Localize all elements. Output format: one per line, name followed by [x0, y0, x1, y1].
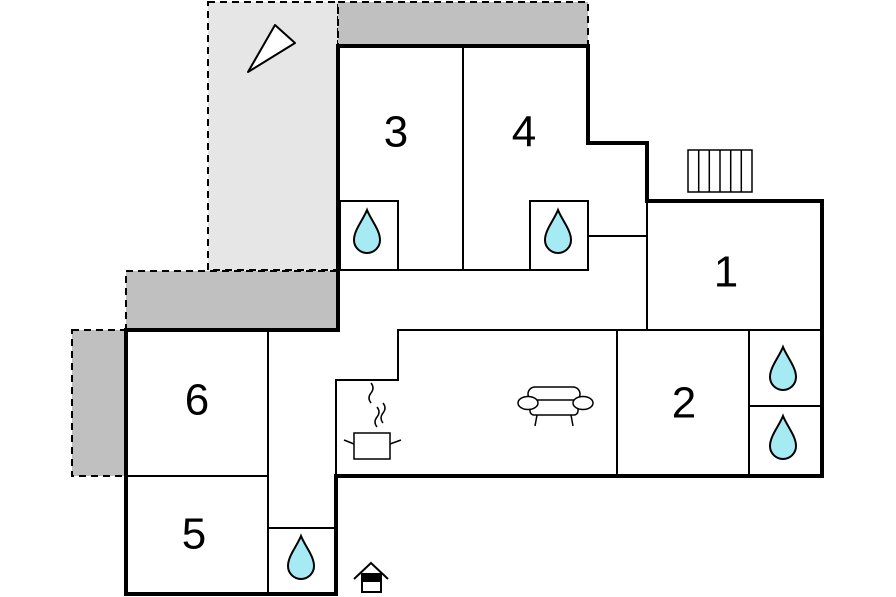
water-drop-icon: [768, 413, 798, 460]
room-number-2: 2: [672, 379, 696, 428]
sofa-icon: [517, 386, 594, 427]
terrace-middle: [125, 270, 339, 330]
room-number-5: 5: [182, 510, 206, 559]
entrance-icon: [353, 561, 389, 593]
water-drop-icon: [286, 533, 316, 580]
interior-walls: [126, 46, 822, 594]
cooking-pot-icon: [343, 382, 402, 460]
water-drop-icon: [352, 207, 382, 254]
room-number-1: 1: [714, 248, 738, 297]
room-number-3: 3: [384, 108, 408, 157]
terrace-left: [71, 329, 127, 477]
compass-north-icon: [247, 24, 296, 73]
terrace-upper-dark: [337, 1, 589, 47]
terraces: [71, 1, 589, 477]
room-number-6: 6: [185, 376, 209, 425]
room-number-4: 4: [512, 108, 536, 157]
water-drop-icon: [543, 207, 573, 254]
stairs-icon: [687, 149, 753, 193]
exterior-walls: [124, 44, 824, 596]
water-drop-icon: [768, 344, 798, 391]
